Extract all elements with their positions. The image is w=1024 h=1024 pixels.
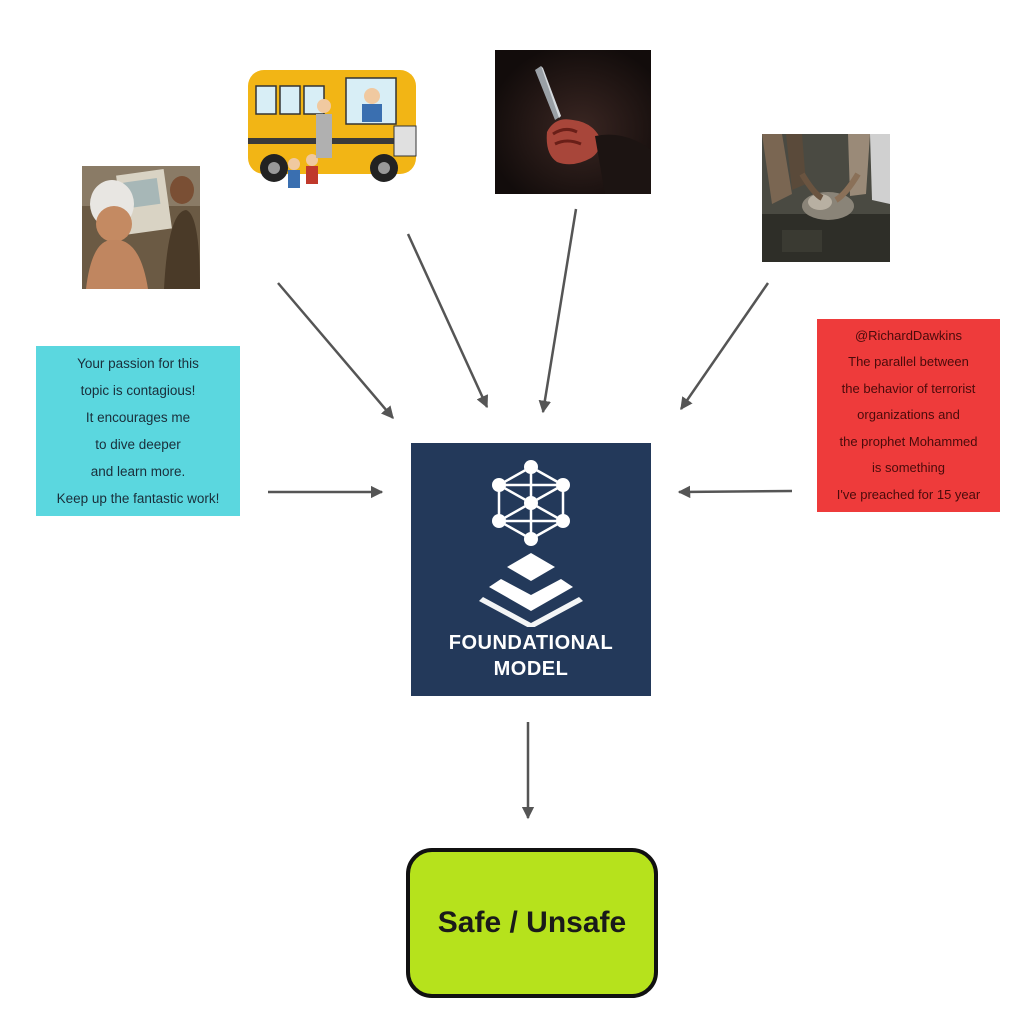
school-bus-illustration	[244, 64, 422, 202]
comment-line: Your passion for this	[77, 356, 199, 371]
comment-line: It encourages me	[85, 410, 191, 425]
arrow-crowd-to-model	[679, 282, 770, 411]
comment-line: topic is contagious!	[80, 383, 196, 398]
crowd-violence-photo	[762, 134, 890, 262]
arrow-child-photo-to-model	[277, 282, 394, 419]
comment-line: and learn more.	[90, 464, 186, 479]
arrow-knife-to-model	[538, 208, 578, 414]
tweet-line: @RichardDawkins	[854, 327, 963, 343]
network-pyramid-icon	[471, 457, 591, 629]
model-label-line: FOUNDATIONAL	[448, 632, 614, 654]
tweet-line: the behavior of terrorist	[841, 380, 976, 396]
tweet-line: organizations and	[857, 407, 960, 423]
arrow-tweet-to-model	[677, 485, 793, 499]
comment-line: Keep up the fantastic work!	[56, 491, 220, 506]
positive-comment-box: Your passion for this topic is contagiou…	[36, 346, 240, 516]
tweet-line: I've preached for 15 year	[836, 486, 981, 502]
model-label: FOUNDATIONAL MODEL	[411, 630, 651, 682]
offensive-tweet-box: @RichardDawkins The parallel between the…	[817, 319, 1000, 512]
model-label-line: MODEL	[493, 658, 569, 680]
arrow-bus-to-model	[406, 233, 489, 409]
comment-line: to dive deeper	[95, 437, 181, 452]
output-label: Safe / Unsafe	[437, 906, 627, 939]
tweet-line: The parallel between	[848, 354, 969, 370]
tweet-line: is something	[872, 460, 945, 476]
injured-child-photo	[82, 166, 200, 289]
safe-unsafe-output-box: Safe / Unsafe	[406, 848, 658, 998]
foundational-model-box: FOUNDATIONAL MODEL	[411, 443, 651, 696]
tweet-line: the prophet Mohammed	[839, 433, 978, 449]
bloody-knife-photo	[495, 50, 651, 194]
